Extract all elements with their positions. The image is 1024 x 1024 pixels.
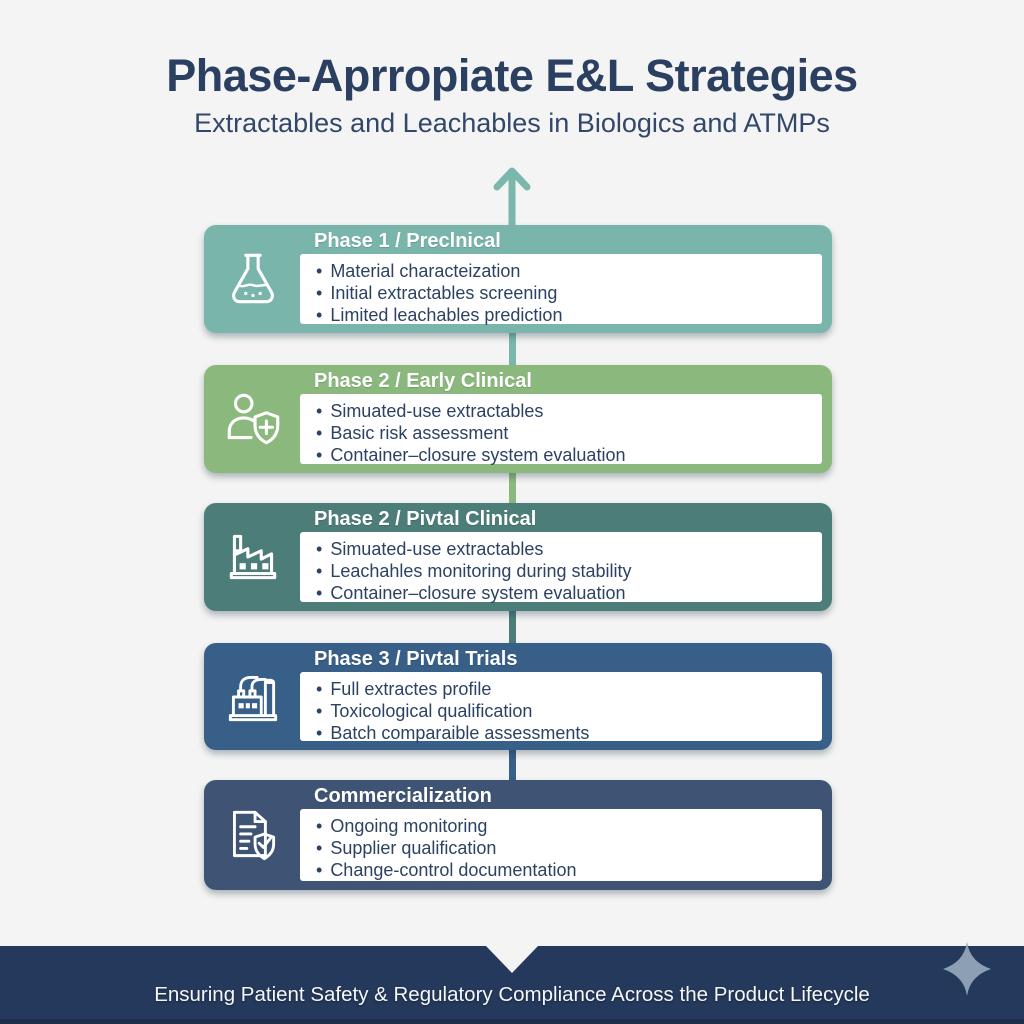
phase-panel: •Simuated-use extractables •Leachahles m… [300, 532, 822, 603]
bullet-item: •Container–closure system evaluation [316, 583, 626, 603]
bullet-item: •Limited leachables prediction [316, 305, 563, 325]
bullet-item: •Full extractes profile [316, 679, 492, 699]
timeline-connector [509, 468, 516, 508]
phase-label: Phase 1 / Preclnical [314, 230, 501, 252]
phase-box-4-pivotal-trials: Phase 3 / Pivtal Trials •Full extractes … [204, 643, 832, 750]
phase-panel: •Ongoing monitoring •Supplier qualificat… [300, 809, 822, 881]
bullet-item: •Initial extractables screening [316, 283, 558, 303]
phase-box-1-preclinical: Phase 1 / Preclnical •Material charactei… [204, 225, 832, 333]
timeline-up-arrow-icon [493, 167, 531, 234]
phase-box-2-early-clinical: Phase 2 / Early Clinical •Simuated-use e… [204, 365, 832, 473]
phase-box-5-commercialization: Commercialization •Ongoing monitoring •S… [204, 780, 832, 890]
factory-icon [220, 524, 286, 590]
bullet-item: •Toxicological qualification [316, 701, 533, 721]
sparkle-icon [943, 942, 991, 996]
timeline-connector [509, 606, 516, 648]
bullet-item: •Batch comparaible assessments [316, 723, 590, 743]
page-subtitle: Extractables and Leachables in Biologics… [194, 108, 830, 138]
bullet-item: •Supplier qualification [316, 838, 497, 858]
phase-label: Phase 3 / Pivtal Trials [314, 648, 518, 670]
bullet-item: •Basic risk assessment [316, 423, 509, 443]
footer-text: Ensuring Patient Safety & Regulatory Com… [154, 983, 870, 1006]
phase-panel: •Simuated-use extractables •Basic risk a… [300, 394, 822, 465]
timeline-connector [509, 746, 516, 784]
timeline-connector [509, 328, 516, 370]
bullet-item: •Leachahles monitoring during stability [316, 561, 632, 581]
industrial-plant-icon [220, 664, 286, 730]
phase-label: Phase 2 / Early Clinical [314, 370, 532, 392]
bullet-item: •Simuated-use extractables [316, 401, 544, 421]
patient-shield-icon [220, 386, 286, 452]
page-title: Phase-Aprropiate E&L Strategies [166, 50, 858, 101]
phase-label: Phase 2 / Pivtal Clinical [314, 508, 537, 530]
bullet-item: •Change-control documentation [316, 860, 577, 880]
bullet-item: •Container–closure system evaluation [316, 445, 626, 465]
phase-label: Commercialization [314, 785, 492, 807]
phase-panel: •Material characteization •Initial extra… [300, 254, 822, 325]
phase-box-3-pivotal-clinical: Phase 2 / Pivtal Clinical •Simuated-use … [204, 503, 832, 611]
footer-notch-triangle [486, 946, 538, 973]
flask-icon [220, 246, 286, 312]
phase-panel: •Full extractes profile •Toxicological q… [300, 672, 822, 743]
bullet-item: •Simuated-use extractables [316, 539, 544, 559]
document-shield-icon [220, 802, 286, 868]
bullet-item: •Ongoing monitoring [316, 816, 488, 836]
bullet-item: •Material characteization [316, 261, 521, 281]
